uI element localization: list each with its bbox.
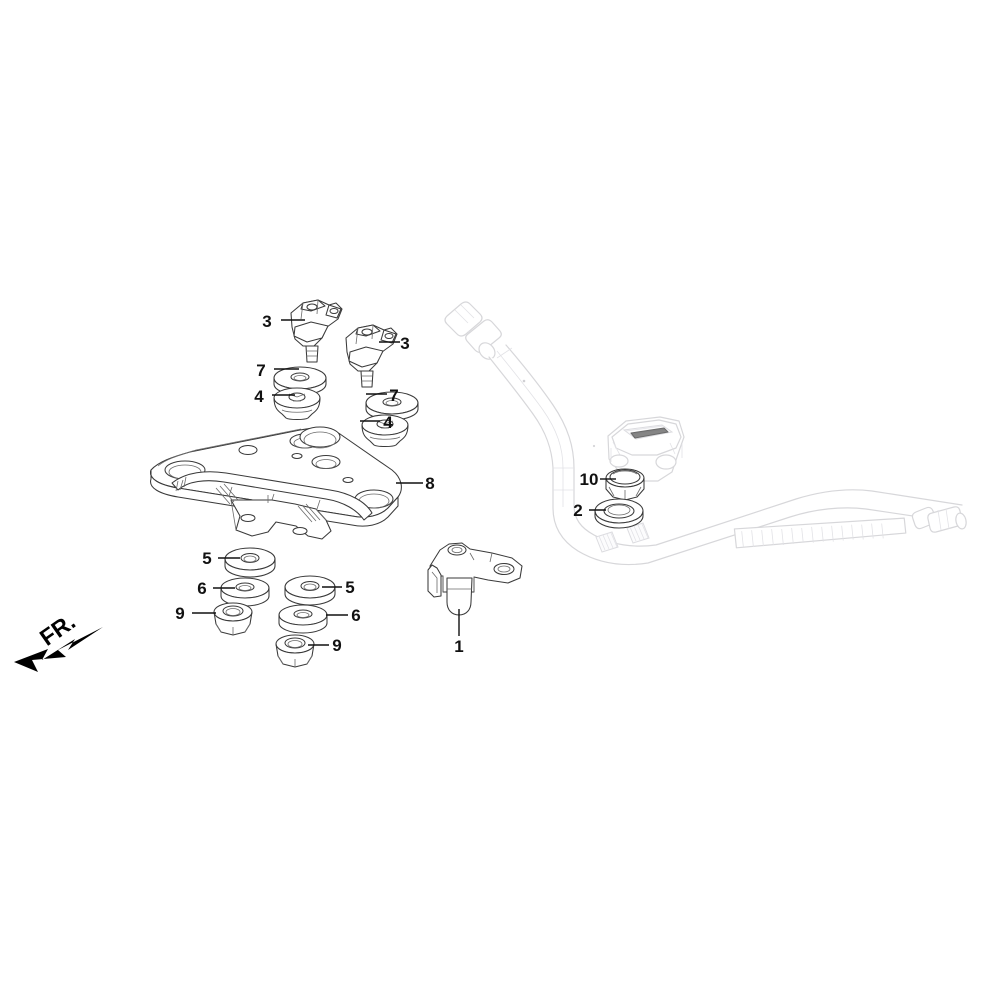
handlebar-grip-right bbox=[733, 517, 907, 549]
part-6a-collar-left bbox=[220, 577, 270, 607]
callout-label-6a: 6 bbox=[197, 579, 206, 598]
callout-label-5b: 5 bbox=[345, 578, 354, 597]
bar-end-weight-right bbox=[911, 506, 967, 533]
part-6b-collar-right bbox=[278, 604, 328, 634]
callout-label-9b: 9 bbox=[332, 636, 341, 655]
handlebar-holder-lower-clamp bbox=[607, 416, 685, 482]
callout-leader-lines bbox=[192, 319, 616, 646]
bar-end-weight-left bbox=[444, 301, 502, 360]
callout-label-3b: 3 bbox=[400, 334, 409, 353]
callout-label-4a: 4 bbox=[254, 387, 264, 406]
callout-label-2: 2 bbox=[573, 501, 582, 520]
callout-label-4b: 4 bbox=[383, 413, 393, 432]
part-5a-washer-serrated-left bbox=[224, 547, 276, 578]
part-4a-rubber-mount-left bbox=[273, 387, 321, 421]
callout-labels: 3 3 7 7 4 4 8 5 5 6 6 9 9 1 10 2 bbox=[175, 312, 598, 656]
part-9b-flange-nut-right bbox=[275, 634, 315, 668]
part-3b-handlebar-holder-upper-right bbox=[345, 324, 398, 388]
callout-label-7a: 7 bbox=[256, 361, 265, 380]
callout-label-1: 1 bbox=[454, 637, 463, 656]
part-8-steering-stem-upper-bracket bbox=[150, 426, 402, 540]
part-10-steering-stem-nut bbox=[605, 468, 645, 501]
callout-label-7b: 7 bbox=[389, 386, 398, 405]
part-3a-handlebar-holder-upper-left bbox=[290, 299, 343, 363]
callout-label-5a: 5 bbox=[202, 549, 211, 568]
callout-label-8: 8 bbox=[425, 474, 434, 493]
callout-label-3a: 3 bbox=[262, 312, 271, 331]
part-2-dust-seal-washer bbox=[594, 498, 644, 529]
part-5b-washer-serrated-right bbox=[284, 575, 336, 606]
callout-label-10: 10 bbox=[580, 470, 599, 489]
handlebar-knurl-bands bbox=[595, 522, 650, 553]
part-9a-flange-nut-left bbox=[213, 602, 253, 636]
callout-label-9a: 9 bbox=[175, 604, 184, 623]
part-1-ignition-switch-bracket bbox=[427, 542, 523, 616]
callout-label-6b: 6 bbox=[351, 606, 360, 625]
part-4b-rubber-mount-right bbox=[361, 414, 409, 448]
